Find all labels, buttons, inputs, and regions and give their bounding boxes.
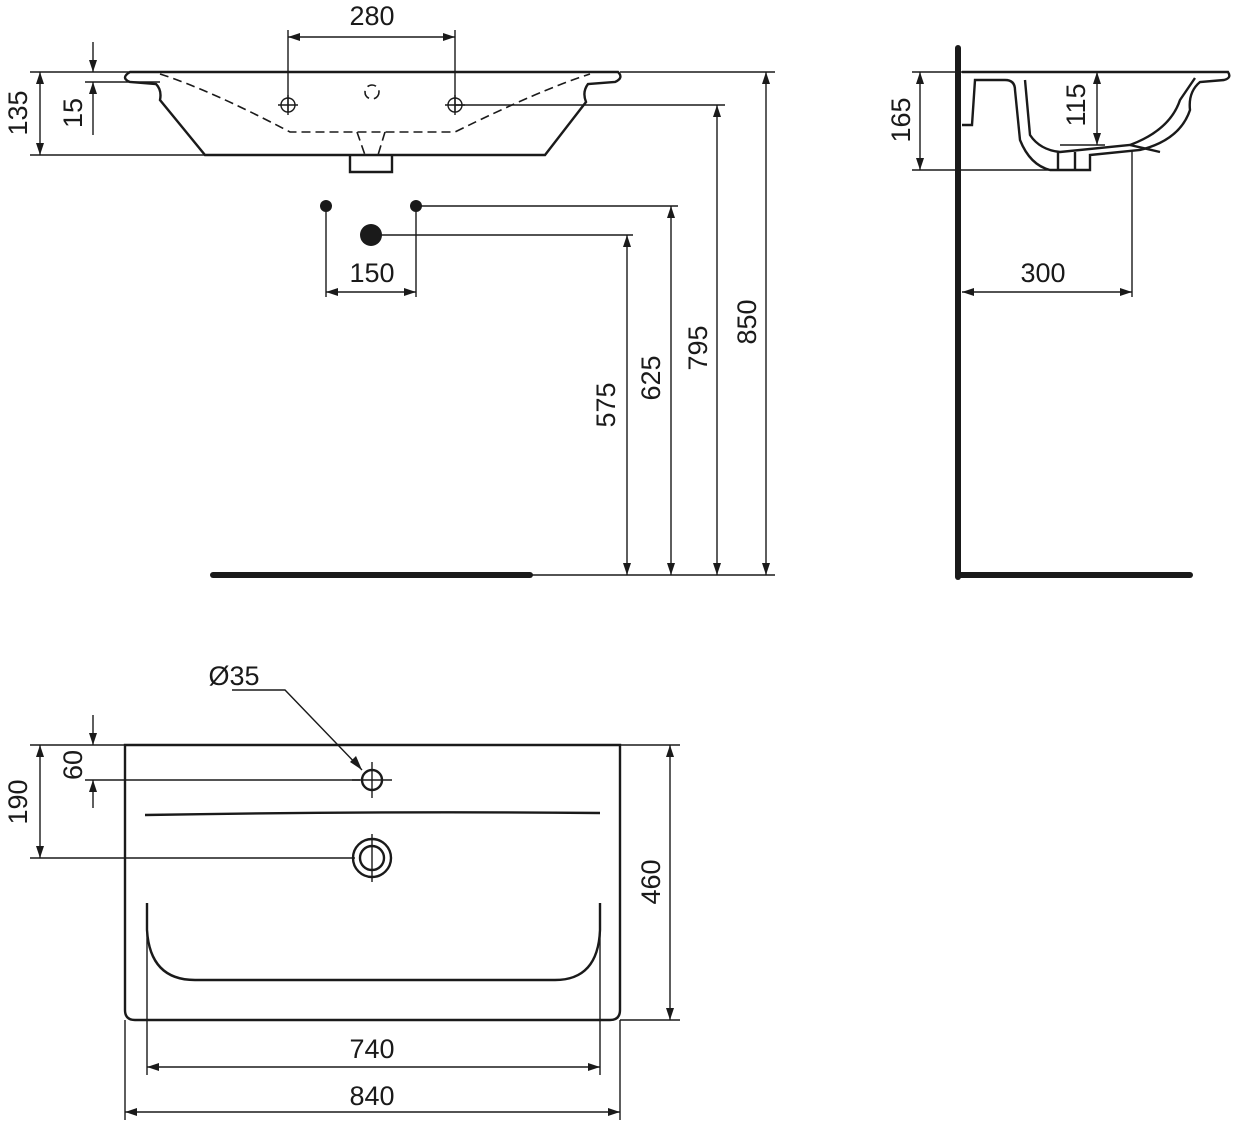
tap-hole-icons — [278, 84, 465, 115]
basin-side-outline — [962, 70, 1231, 172]
front-view: 280 135 15 150 575 625 795 850 — [3, 1, 775, 578]
dim-tap-hole-height: 795 — [683, 325, 713, 370]
basin-plan-outline — [123, 743, 622, 1022]
side-view: 165 115 300 — [886, 45, 1231, 580]
bowl-inner-outline — [145, 903, 602, 982]
dim-rim-thickness: 15 — [58, 98, 88, 128]
dim-waste-height: 575 — [591, 382, 621, 427]
dim-tap-hole-offset: 60 — [58, 750, 88, 780]
dim-supply-height: 625 — [636, 355, 666, 400]
dim-bowl-width: 740 — [349, 1034, 394, 1064]
dim-rim-height: 850 — [732, 299, 762, 344]
dim-tap-hole-diameter: Ø35 — [208, 661, 259, 691]
dim-tap-spacing: 280 — [349, 1, 394, 31]
dim-bowl-depth: 115 — [1061, 83, 1091, 126]
basin-front-outline — [123, 70, 622, 157]
waste-hidden-line — [356, 131, 386, 156]
plan-view: Ø35 60 190 460 740 840 — [3, 661, 680, 1120]
dim-plan-depth: 460 — [636, 859, 666, 904]
dim-total-height: 135 — [3, 90, 33, 135]
dim-side-depth: 165 — [886, 97, 916, 142]
waste-outlet — [348, 155, 394, 174]
dim-waste-offset: 190 — [3, 779, 33, 824]
dim-supply-spacing: 150 — [349, 258, 394, 288]
bowl-hidden-line — [159, 73, 591, 133]
dim-overall-width: 840 — [349, 1081, 394, 1111]
dim-waste-projection: 300 — [1020, 258, 1065, 288]
overflow-slot — [144, 811, 601, 817]
